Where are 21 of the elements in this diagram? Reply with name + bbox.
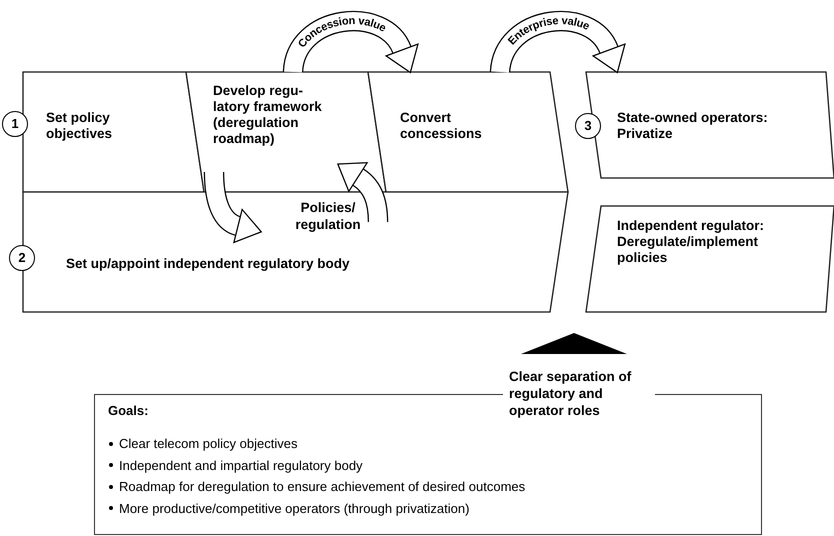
goals-heading: Goals:: [108, 403, 148, 418]
block-arrow: [336, 162, 388, 222]
step-number: 2: [9, 245, 35, 271]
step-number: 1: [2, 111, 28, 137]
bullet-item: Roadmap for deregulation to ensure achievement of desired outcomes: [119, 478, 526, 496]
panel-text: Set up/appoint independent regulatory body: [66, 256, 351, 272]
note-text: Clear separation of regulatory and operator roles: [503, 368, 655, 419]
bullet-item: Independent and impartial regulatory body: [119, 456, 363, 475]
process-panel: [23, 72, 204, 192]
panel-text: State-owned operators: Privatize: [617, 110, 769, 142]
bullet-item: Clear telecom policy objectives: [119, 435, 298, 453]
bullet-item: More productive/competitive operators (through privatization): [119, 500, 470, 518]
arrow-caption: Policies/ regulation: [294, 199, 362, 233]
process-panel: [586, 206, 834, 312]
panel-text: Develop regu- latory framework (deregulation roadmap): [213, 83, 323, 147]
panel-text: Independent regulator: Deregulate/implement policies: [617, 218, 766, 266]
step-number: 3: [575, 113, 601, 139]
panel-text: Set policy objectives: [46, 110, 114, 142]
block-arrow: [204, 172, 262, 244]
panel-text: Convert concessions: [400, 110, 483, 142]
process-panel: [586, 72, 834, 178]
